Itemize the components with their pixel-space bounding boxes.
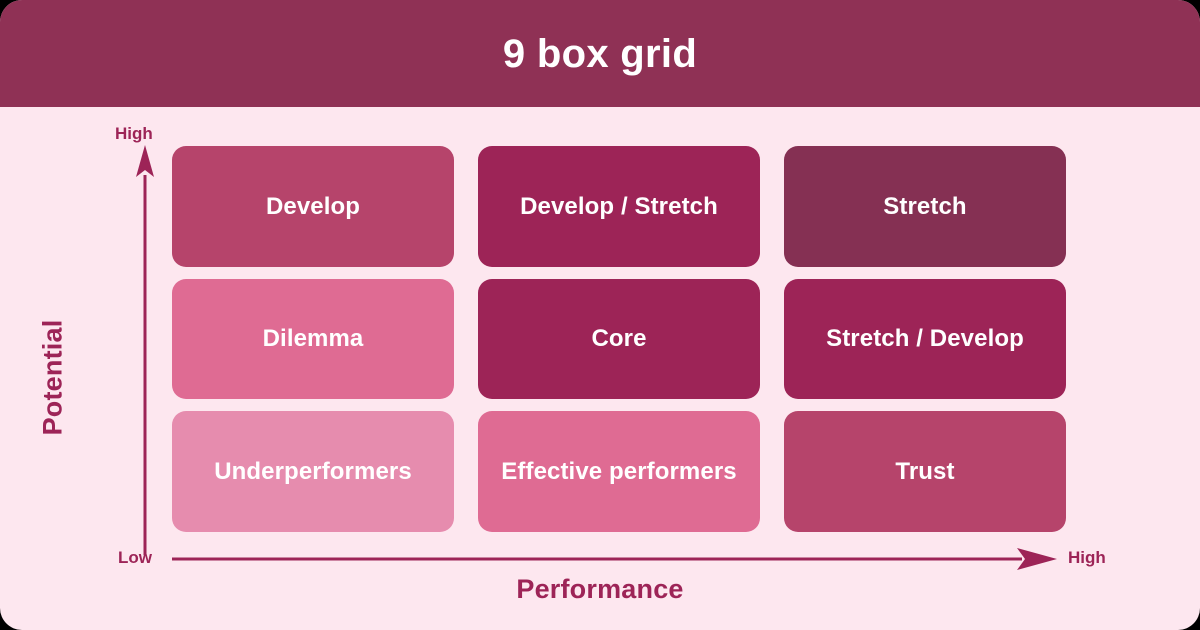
grid-cell-underperformers[interactable]: Underperformers xyxy=(172,411,454,532)
diagram-body: High Potential Develop Develop / Stretch… xyxy=(0,107,1200,630)
grid-cell-develop[interactable]: Develop xyxy=(172,146,454,267)
x-axis-title: Performance xyxy=(516,574,684,604)
grid-cell-label: Trust xyxy=(895,457,955,485)
arrow-right-icon xyxy=(172,548,1057,570)
x-axis-low-label: Low xyxy=(118,548,152,567)
nine-box-grid: Develop Develop / Stretch Stretch Dilemm… xyxy=(172,146,1066,532)
header-bar: 9 box grid xyxy=(0,0,1200,107)
grid-cell-develop-stretch[interactable]: Develop / Stretch xyxy=(478,146,760,267)
grid-cell-dilemma[interactable]: Dilemma xyxy=(172,278,454,400)
grid-cell-stretch-develop[interactable]: Stretch / Develop xyxy=(784,278,1066,400)
grid-cell-label: Develop / Stretch xyxy=(520,192,718,220)
x-axis-high-label: High xyxy=(1068,548,1106,567)
arrow-up-icon xyxy=(136,145,154,555)
y-axis-title: Potential xyxy=(37,319,68,436)
grid-cell-label: Underperformers xyxy=(214,457,412,485)
grid-cell-stretch[interactable]: Stretch xyxy=(784,146,1066,267)
grid-cell-label: Develop xyxy=(265,192,361,220)
grid-cell-trust[interactable]: Trust xyxy=(784,411,1066,532)
grid-cell-label: Stretch / Develop xyxy=(826,325,1024,353)
y-axis-high-label: High xyxy=(115,124,153,143)
grid-cell-label: Stretch xyxy=(883,192,967,220)
grid-cell-core[interactable]: Core xyxy=(478,278,760,400)
grid-cell-label: Dilemma xyxy=(262,325,364,353)
grid-cell-label: Core xyxy=(591,325,647,353)
grid-cell-effective-performers[interactable]: Effective performers xyxy=(478,411,760,532)
grid-cell-label: Effective performers xyxy=(501,457,737,485)
page-title: 9 box grid xyxy=(502,31,698,76)
